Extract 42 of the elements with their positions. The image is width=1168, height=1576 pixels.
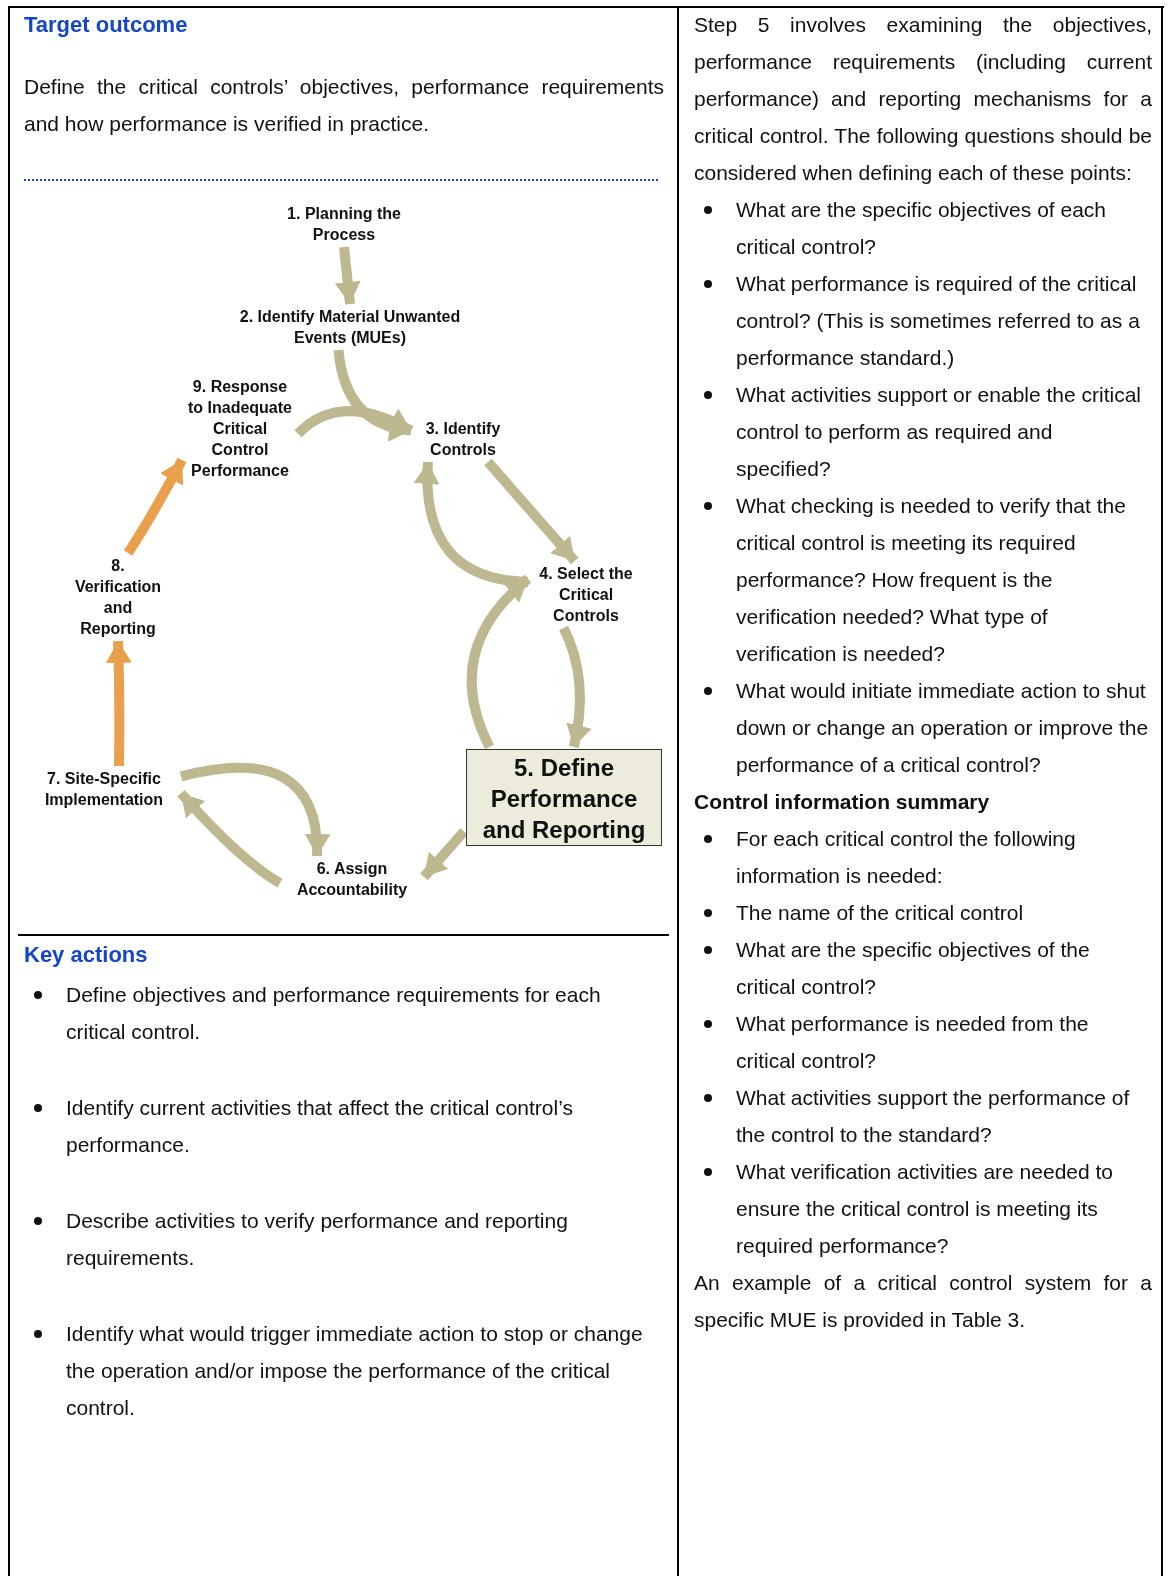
bullet-text: The name of the critical control [736,901,1024,924]
step-label: 7. Site-Specific Implementation [29,768,179,810]
step-label: 6. Assign Accountability [282,858,422,900]
bullet-text: What activities support or enable the critical control to perform as required and specified? [736,383,1142,480]
step-label: 9. Response to Inadequate Critical Control Performance [184,376,296,481]
bullet-text: Identify what would trigger immediate action to stop or change the operation and/or impose the performance of the critical control. [66,1322,643,1419]
step-label: 8. Verification and Reporting [68,555,168,639]
bullet-text: Describe activities to verify performance and reporting requirements. [66,1209,568,1269]
curved-arrow [334,246,361,305]
paragraph: Step 5 involves examining the objectives, performance requirements (including current performance) and reporting mechanisms for a critical control. The following questions should be considered when defining each of these points: [694,12,1152,186]
bullet-text: What performance is required of the critical control? (This is sometimes referred to as a performance standard.) [736,272,1140,369]
step-label: 3. Identify Controls [413,418,513,460]
bullet-text: What are the specific objectives of each critical control? [736,198,1107,258]
subheading: Control information summary [694,789,991,815]
paragraph: Define the critical controls’ objectives, performance requirements and how performance is verified in practice. [24,74,664,137]
bullet-text: What activities support the performance of the control to the standard? [736,1086,1130,1146]
bullet-text: Identify current activities that affect the critical control’s performance. [66,1096,573,1156]
section-heading: Target outcome [24,11,189,39]
paragraph: An example of a critical control system for a specific MUE is provided in Table 3. [694,1270,1152,1333]
bullet-text: For each critical control the following information is needed: [736,827,1076,887]
curved-arrow [105,640,132,767]
curved-arrow [414,461,529,587]
curved-arrow [177,789,283,888]
step-label: 1. Planning the Process [274,203,414,245]
step-label: 2. Identify Material Unwanted Events (MUEs) [235,306,465,348]
curved-arrow [294,406,414,438]
bullet-text: What performance is needed from the critical control? [736,1012,1089,1072]
curved-arrow [466,575,532,750]
bullet-text: What would initiate immediate action to shut down or change an operation or improve the performance of a critical control? [736,679,1149,776]
bullet-text: What checking is needed to verify that the critical control is meeting its required performance? How frequent is the verification needed? What type of verification is needed? [736,494,1126,665]
step-label: 4. Select the Critical Controls [530,563,642,626]
bullet-text: What are the specific objectives of the critical control? [736,938,1090,998]
curved-arrow [484,458,579,565]
curved-arrow [123,457,187,556]
curved-arrow [559,625,592,749]
curved-arrow [333,349,412,441]
curved-arrow [179,762,330,857]
highlighted-step-box: 5. Define Performance and Reporting [466,749,662,846]
curved-arrow [420,828,468,881]
bullet-text: What verification activities are needed to ensure the critical control is meeting its required performance? [736,1160,1114,1257]
section-heading: Key actions [24,941,149,969]
bullet-text: Define objectives and performance requirements for each critical control. [66,983,601,1043]
